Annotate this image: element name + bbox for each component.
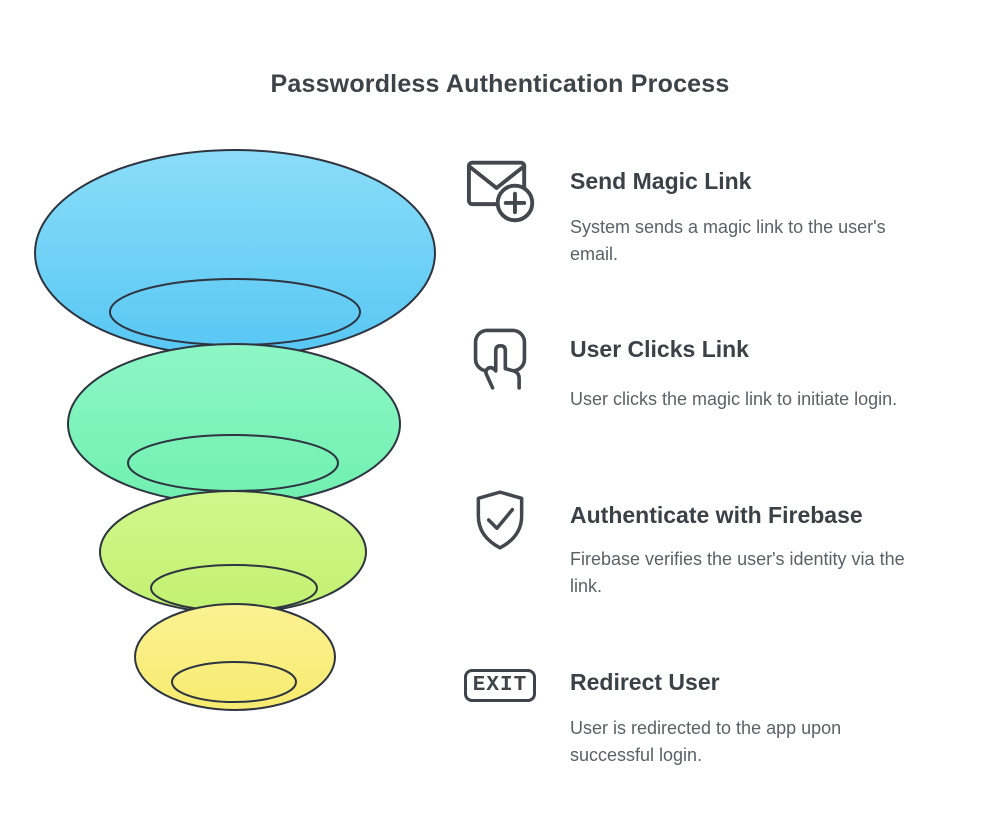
desc-line: User is redirected to the app upon <box>570 717 842 738</box>
desc-line: email. <box>570 244 619 265</box>
step-redirect-user: EXIT Redirect User User is redirected to… <box>463 666 993 770</box>
tap-icon <box>463 323 537 391</box>
exit-icon: EXIT <box>463 669 537 702</box>
desc-line: link. <box>570 576 603 597</box>
exit-icon-label: EXIT <box>464 669 536 702</box>
desc-line: System sends a magic link to the user's <box>570 216 886 237</box>
step-description: Firebase verifies the user's identity vi… <box>570 546 993 602</box>
step-send-magic-link: Send Magic Link System sends a magic lin… <box>463 150 993 269</box>
page-title: Passwordless Authentication Process <box>270 70 730 98</box>
desc-line: Firebase verifies the user's identity vi… <box>570 548 905 569</box>
step-description: User clicks the magic link to initiate l… <box>570 386 993 414</box>
step-description: User is redirected to the app upon succe… <box>570 715 993 771</box>
step-user-clicks-link: User Clicks Link User clicks the magic l… <box>463 320 993 413</box>
step-title: Redirect User <box>570 669 720 695</box>
desc-line: successful login. <box>570 745 703 766</box>
step-title: Send Magic Link <box>570 168 752 194</box>
envelope-plus-icon <box>463 150 537 226</box>
funnel-level-2-ellipse <box>67 343 401 505</box>
funnel-diagram <box>34 149 436 711</box>
funnel-level-1-ellipse <box>34 149 436 357</box>
step-title: User Clicks Link <box>570 336 749 362</box>
shield-check-icon <box>463 486 537 556</box>
step-description: System sends a magic link to the user's … <box>570 214 993 270</box>
funnel-level-3-ellipse <box>99 490 367 614</box>
desc-line: User clicks the magic link to initiate l… <box>570 388 898 409</box>
funnel-level-4-inner-ellipse <box>171 661 297 703</box>
step-title: Authenticate with Firebase <box>570 502 863 528</box>
step-authenticate-with-firebase: Authenticate with Firebase Firebase veri… <box>463 486 993 601</box>
funnel-level-4-ellipse <box>134 603 336 711</box>
